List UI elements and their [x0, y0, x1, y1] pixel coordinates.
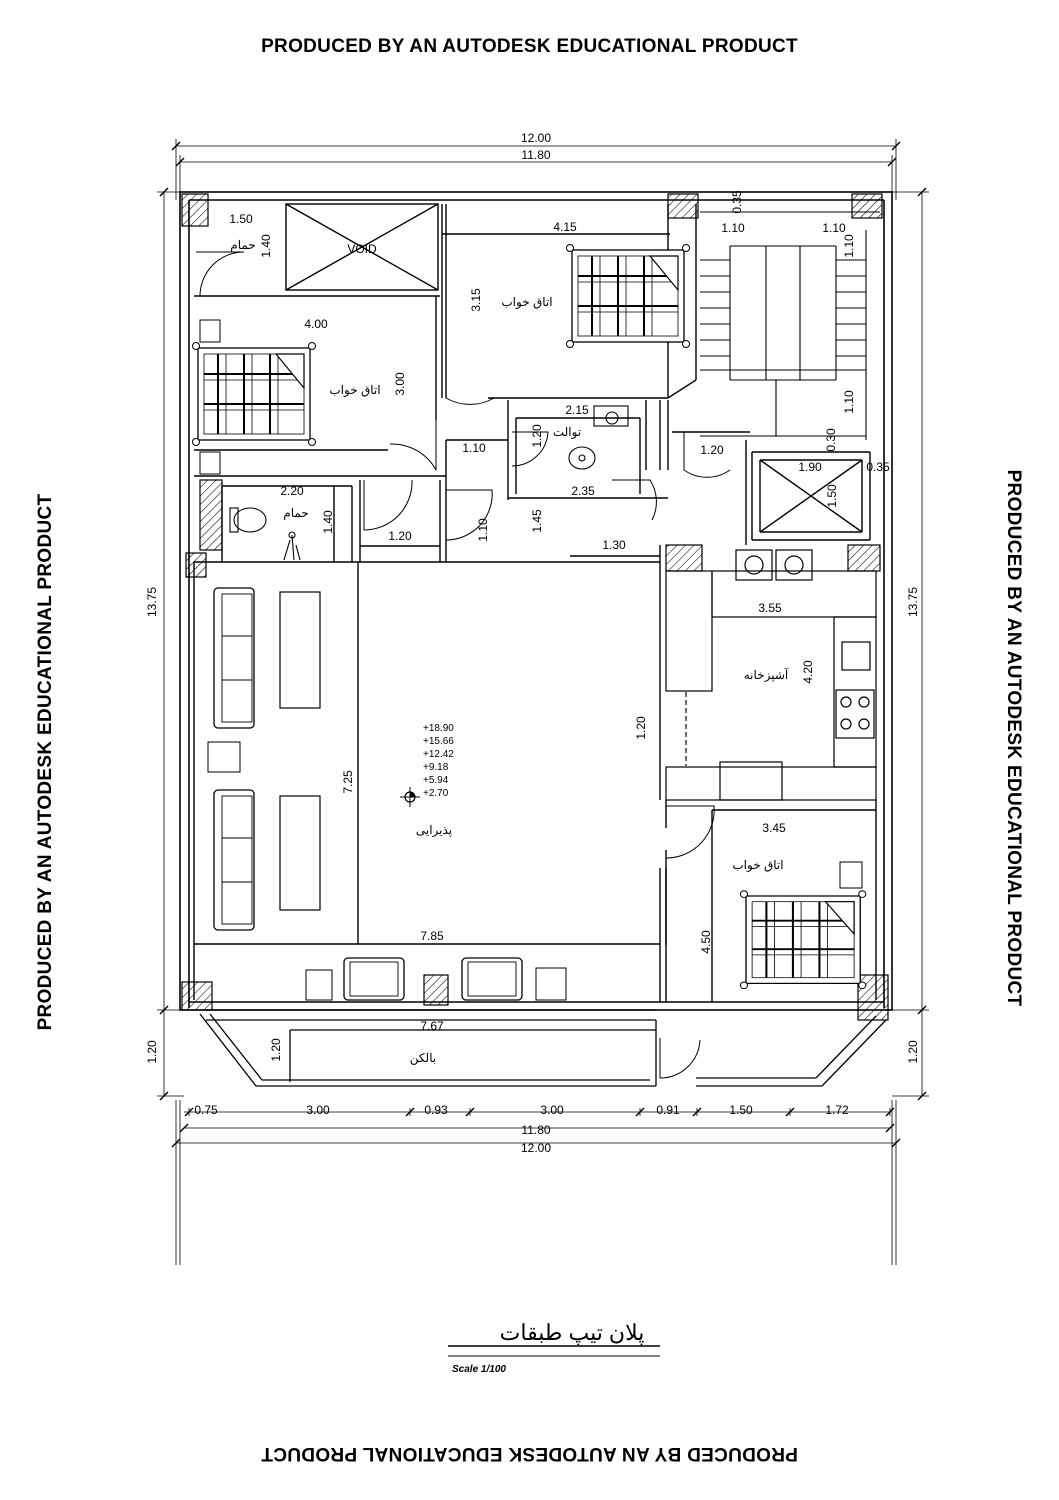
dim-035a: 0.35 — [730, 190, 744, 214]
dim-190: 1.90 — [798, 460, 822, 474]
level-3: +12.42 — [423, 749, 454, 760]
dim-left-total: 13.75 — [145, 587, 159, 617]
armchair-left — [343, 957, 405, 1001]
dim-420: 4.20 — [801, 660, 815, 684]
watermark-top: PRODUCED BY AN AUTODESK EDUCATIONAL PROD… — [261, 36, 798, 57]
dim-400: 4.00 — [304, 317, 328, 331]
room-reception: پذیرایی — [416, 823, 452, 837]
dim-725: 7.25 — [341, 770, 355, 794]
room-bedroom-left: اتاق خواب — [329, 383, 380, 397]
bed-left — [191, 341, 317, 447]
stair-block — [700, 211, 880, 440]
dim-235: 2.35 — [571, 484, 595, 498]
dim-215: 2.15 — [565, 403, 589, 417]
dim-120d: 1.20 — [634, 716, 648, 740]
room-void: VOID — [347, 242, 377, 256]
plan-title: پلان تیپ طبقات — [500, 1320, 645, 1346]
dim-220: 2.20 — [280, 484, 304, 498]
dim-120e: 1.20 — [269, 1038, 283, 1062]
level-4: +9.18 — [423, 762, 449, 773]
dim-767: 7.67 — [420, 1019, 444, 1033]
dim-300: 3.00 — [393, 372, 407, 396]
dim-110a: 1.10 — [721, 221, 745, 235]
dim-bottom-seg-5: 0.91 — [656, 1103, 680, 1117]
furniture — [191, 243, 867, 1001]
bed-right — [739, 889, 867, 990]
dim-110f: 1.10 — [476, 518, 490, 542]
level-2: +15.66 — [423, 736, 454, 747]
dim-right-total: 13.75 — [906, 587, 920, 617]
dim-315: 3.15 — [469, 288, 483, 312]
hatched-columns — [181, 193, 889, 1021]
dimension-labels: 12.00 11.80 11.80 12.00 13.75 13.75 1.20… — [145, 131, 920, 1155]
dim-bottom-inner: 11.80 — [521, 1123, 550, 1137]
dim-150b: 1.50 — [825, 484, 839, 508]
dim-035b: 0.35 — [866, 460, 890, 474]
dim-right-balcony: 1.20 — [906, 1040, 920, 1064]
dim-bottom-seg-2: 3.00 — [306, 1103, 330, 1117]
room-bath-mid: حمام — [283, 506, 308, 520]
armchair-right — [461, 957, 523, 1001]
dim-left-balcony: 1.20 — [145, 1040, 159, 1064]
plan-scale: Scale 1/100 — [452, 1364, 506, 1375]
outer-walls — [179, 191, 893, 1011]
dim-110b: 1.10 — [822, 221, 846, 235]
level-6: +2.70 — [423, 788, 449, 799]
room-bath-top: حمام — [230, 238, 255, 252]
dim-140a: 1.40 — [259, 234, 273, 258]
dim-140b: 1.40 — [321, 510, 335, 534]
room-bedroom-right: اتاق خواب — [732, 858, 783, 872]
dim-bottom-outer: 12.00 — [521, 1141, 551, 1155]
dim-bottom-seg-1: 0.75 — [194, 1103, 218, 1117]
dim-110c: 1.10 — [842, 234, 856, 258]
room-toilet: توالت — [553, 425, 581, 439]
sofa-bottom — [213, 789, 255, 931]
room-labels: حمام VOID اتاق خواب اتاق خواب توالت حمام… — [230, 238, 789, 1065]
bed-top — [565, 243, 691, 349]
dim-145: 1.45 — [530, 509, 544, 533]
dim-785: 7.85 — [420, 929, 444, 943]
dim-top-inner: 11.80 — [521, 148, 550, 162]
room-balcony: بالکن — [410, 1051, 436, 1065]
dim-355: 3.55 — [758, 601, 782, 615]
dim-345: 3.45 — [762, 821, 786, 835]
dim-bottom-seg-4: 3.00 — [540, 1103, 564, 1117]
dim-030: 0.30 — [824, 428, 838, 452]
title-block — [448, 1345, 660, 1357]
coffee-table-top — [279, 591, 321, 709]
dim-bottom-seg-6: 1.50 — [729, 1103, 753, 1117]
dim-120c: 1.20 — [388, 529, 412, 543]
room-kitchen: آشپزخانه — [744, 667, 789, 682]
dim-110e: 1.10 — [462, 441, 486, 455]
interior-walls — [193, 203, 877, 1002]
fixtures — [229, 405, 629, 561]
dimension-ticks — [159, 141, 927, 1148]
dim-110d: 1.10 — [842, 390, 856, 414]
kitchen-counters — [665, 549, 877, 801]
coffee-table-bottom — [279, 795, 321, 911]
room-bedroom-top: اتاق خواب — [501, 295, 552, 309]
dim-top-outer: 12.00 — [521, 131, 551, 145]
dim-450: 4.50 — [699, 930, 713, 954]
dim-bottom-seg-7: 1.72 — [825, 1103, 849, 1117]
dim-415: 4.15 — [553, 220, 577, 234]
level-marker: +18.90 +15.66 +12.42 +9.18 +5.94 +2.70 — [400, 723, 454, 807]
dim-120a: 1.20 — [530, 424, 544, 448]
dim-120b: 1.20 — [700, 443, 724, 457]
dim-150: 1.50 — [229, 212, 253, 226]
level-5: +5.94 — [423, 775, 449, 786]
dimension-lines — [157, 139, 929, 1265]
level-1: +18.90 — [423, 723, 454, 734]
dim-130: 1.30 — [602, 538, 626, 552]
sofa-top — [213, 587, 255, 729]
balcony — [199, 1009, 887, 1087]
doors — [196, 251, 863, 1079]
dim-bottom-seg-3: 0.93 — [424, 1103, 448, 1117]
